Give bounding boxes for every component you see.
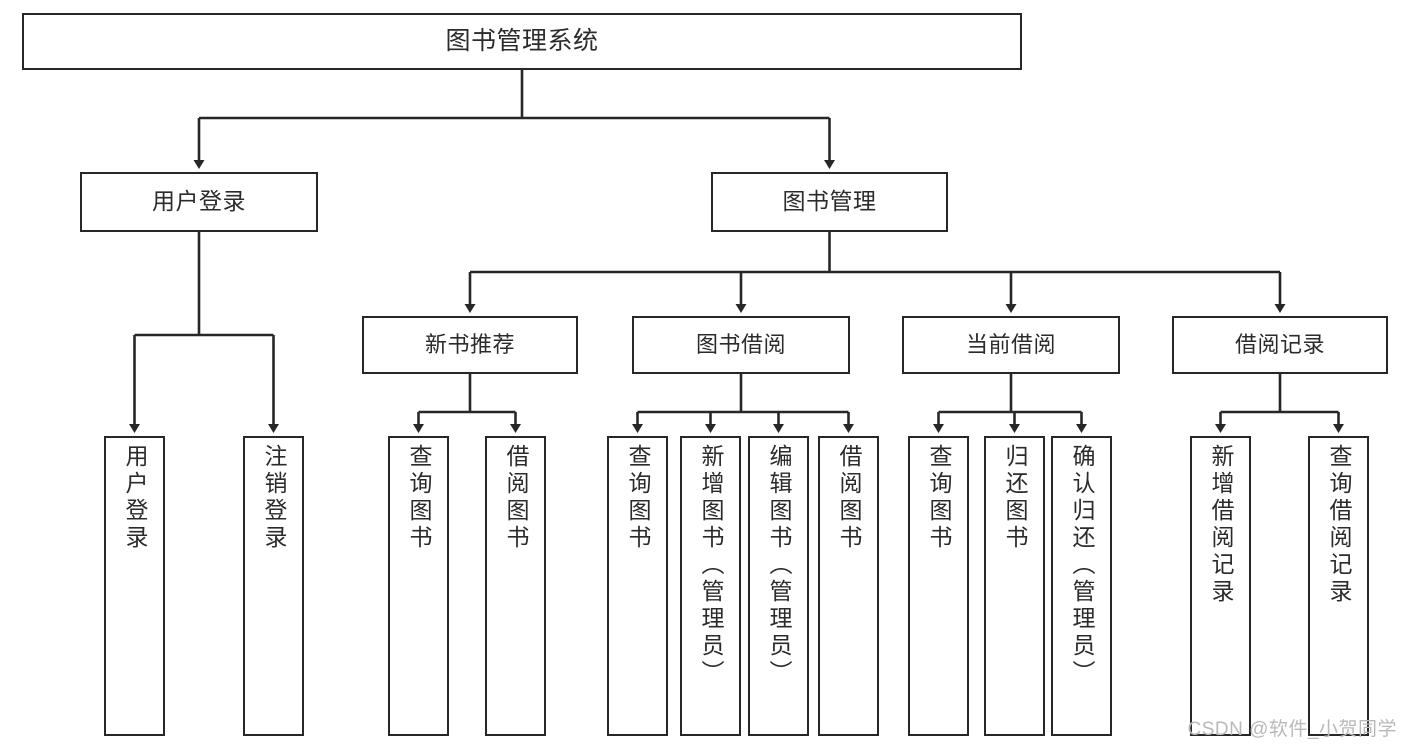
node-leaf-return-book-label: 归还图书 [1002,444,1028,552]
node-leaf-edit-book-admin[interactable]: 编辑图书（管理员） [748,436,809,736]
node-leaf-query-book-borrow-label: 查询图书 [625,444,651,552]
node-leaf-logout-login-label: 注销登录 [261,444,287,552]
node-book_manage[interactable]: 图书管理 [711,172,948,232]
node-leaf-user-login[interactable]: 用户登录 [104,436,165,736]
watermark-text: CSDN @软件_小贺同学 [1187,719,1397,740]
node-leaf-add-book-admin[interactable]: 新增图书（管理员） [680,436,741,736]
node-leaf-logout-login[interactable]: 注销登录 [243,436,304,736]
node-leaf-query-book-new-label: 查询图书 [406,444,432,552]
node-root-label: 图书管理系统 [445,26,599,55]
node-leaf-borrow-book-new-label: 借阅图书 [503,444,529,552]
node-leaf-return-book[interactable]: 归还图书 [984,436,1045,736]
node-root[interactable]: 图书管理系统 [22,13,1022,70]
node-leaf-borrow-book-new[interactable]: 借阅图书 [485,436,546,736]
node-leaf-query-book-borrow[interactable]: 查询图书 [607,436,668,736]
node-leaf-confirm-return-admin[interactable]: 确认归还（管理员） [1051,436,1112,736]
node-leaf-add-book-admin-label: 新增图书（管理员） [698,444,724,687]
node-new_book_rec-label: 新书推荐 [424,332,515,358]
node-user_login-label: 用户登录 [152,188,246,215]
node-book_borrow-label: 图书借阅 [695,332,786,358]
node-leaf-edit-book-admin-label: 编辑图书（管理员） [766,444,792,687]
node-leaf-add-borrow-record-label: 新增借阅记录 [1208,444,1234,606]
node-leaf-borrow-book[interactable]: 借阅图书 [818,436,879,736]
node-book_manage-label: 图书管理 [782,188,877,215]
node-leaf-confirm-return-admin-label: 确认归还（管理员） [1069,444,1095,687]
node-borrow_record-label: 借阅记录 [1234,332,1325,358]
node-leaf-borrow-book-label: 借阅图书 [836,444,862,552]
node-user_login[interactable]: 用户登录 [80,172,318,232]
node-leaf-user-login-label: 用户登录 [122,444,148,552]
node-book_borrow[interactable]: 图书借阅 [632,316,850,374]
node-leaf-query-book-current-label: 查询图书 [926,444,952,552]
node-borrow_record[interactable]: 借阅记录 [1172,316,1388,374]
node-current_borrow-label: 当前借阅 [965,332,1056,358]
node-leaf-query-borrow-record[interactable]: 查询借阅记录 [1308,436,1369,736]
node-leaf-query-borrow-record-label: 查询借阅记录 [1326,444,1352,606]
node-new_book_rec[interactable]: 新书推荐 [362,316,578,374]
node-current_borrow[interactable]: 当前借阅 [902,316,1120,374]
node-leaf-query-book-current[interactable]: 查询图书 [908,436,969,736]
node-leaf-add-borrow-record[interactable]: 新增借阅记录 [1190,436,1251,736]
node-leaf-query-book-new[interactable]: 查询图书 [388,436,449,736]
